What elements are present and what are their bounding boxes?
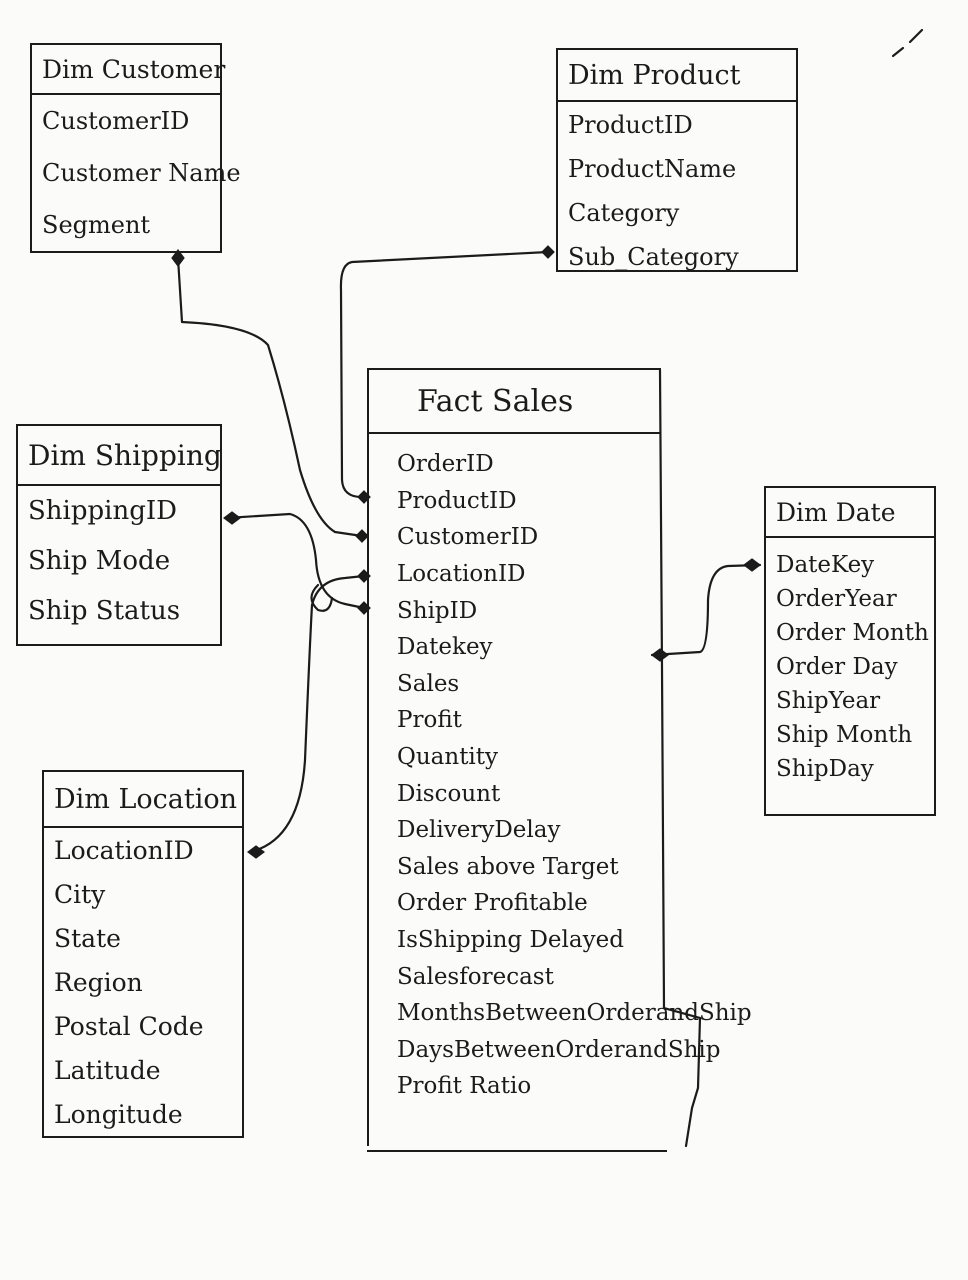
field-region: Region: [54, 967, 143, 997]
table-title: Dim Product: [558, 50, 796, 102]
field-category: Category: [568, 199, 680, 227]
table-dim-customer: Dim Customer CustomerID Customer Name Se…: [30, 43, 241, 253]
field-ship-year: ShipYear: [776, 688, 881, 714]
field-ship-day: ShipDay: [776, 756, 874, 782]
field-sub-category: Sub_Category: [568, 243, 739, 271]
field-location-id: LocationID: [397, 561, 526, 588]
field-order-month: Order Month: [776, 620, 929, 646]
field-latitude: Latitude: [54, 1055, 161, 1085]
field-customer-id: CustomerID: [397, 524, 539, 551]
field-delivery-delay: DeliveryDelay: [397, 817, 561, 844]
field-sales: Sales: [397, 670, 460, 697]
field-order-id: OrderID: [397, 451, 494, 478]
field-order-day: Order Day: [776, 654, 898, 680]
relationship-date: [650, 563, 762, 657]
field-location-id: LocationID: [54, 835, 194, 865]
table-title: Dim Location: [44, 772, 242, 828]
field-months-between: MonthsBetweenOrderandShip: [397, 1000, 752, 1027]
field-product-id: ProductID: [568, 111, 693, 139]
field-state: State: [54, 923, 121, 953]
table-border: [658, 368, 702, 1148]
field-segment: Segment: [42, 211, 151, 239]
field-longitude: Longitude: [54, 1099, 183, 1129]
field-ship-status: Ship Status: [28, 596, 181, 626]
table-title: Dim Customer: [32, 45, 225, 95]
field-order-profitable: Order Profitable: [397, 890, 588, 917]
field-date-key: Datekey: [397, 634, 493, 661]
field-order-year: OrderYear: [776, 586, 897, 612]
relationship-shipping: [224, 512, 366, 610]
field-is-shipping-delayed: IsShipping Delayed: [397, 927, 624, 954]
field-customer-name: Customer Name: [42, 159, 241, 187]
field-list: ProductID ProductName Category Sub_Categ…: [558, 102, 796, 278]
field-sales-forecast: Salesforecast: [397, 963, 554, 990]
table-dim-location: Dim Location LocationID City State Regio…: [42, 770, 244, 1138]
field-discount: Discount: [397, 780, 501, 807]
diamond-marker: [743, 558, 761, 572]
field-product-name: ProductName: [568, 155, 737, 183]
field-postal-code: Postal Code: [54, 1011, 204, 1041]
diamond-marker: [223, 511, 241, 525]
field-sales-above-target: Sales above Target: [397, 853, 619, 880]
pen-mark: [908, 28, 924, 44]
field-ship-id: ShipID: [397, 597, 478, 624]
table-dim-shipping: Dim Shipping ShippingID Ship Mode Ship S…: [16, 424, 222, 646]
relationship-location: [248, 574, 366, 854]
diamond-marker: [247, 845, 265, 859]
diamond-marker: [541, 245, 555, 259]
field-list: OrderID ProductID CustomerID LocationID …: [369, 434, 752, 1105]
field-list: LocationID City State Region Postal Code…: [44, 828, 242, 1136]
table-title: Dim Shipping: [18, 426, 222, 486]
relationship-loop: [310, 583, 334, 612]
field-ship-month: Ship Month: [776, 722, 913, 748]
field-profit: Profit: [397, 707, 462, 734]
field-customer-id: CustomerID: [42, 107, 190, 135]
field-list: DateKey OrderYear Order Month Order Day …: [766, 538, 934, 786]
pen-mark: [891, 46, 905, 58]
table-fact-sales: Fact Sales OrderID ProductID CustomerID …: [367, 368, 752, 1146]
field-product-id: ProductID: [397, 487, 517, 514]
field-city: City: [54, 879, 106, 909]
table-dim-date: Dim Date DateKey OrderYear Order Month O…: [764, 486, 936, 816]
table-title: Fact Sales: [369, 370, 661, 434]
field-date-key: DateKey: [776, 552, 875, 578]
table-dim-product: Dim Product ProductID ProductName Catego…: [556, 48, 798, 272]
field-days-between: DaysBetweenOrderandShip: [397, 1036, 721, 1063]
table-title: Dim Date: [766, 488, 934, 538]
field-quantity: Quantity: [397, 744, 499, 771]
field-ship-mode: Ship Mode: [28, 546, 171, 576]
field-list: CustomerID Customer Name Segment: [32, 95, 241, 251]
table-border: [367, 1146, 667, 1152]
field-shipping-id: ShippingID: [28, 496, 177, 526]
field-list: ShippingID Ship Mode Ship Status: [18, 486, 220, 636]
field-profit-ratio: Profit Ratio: [397, 1073, 532, 1100]
